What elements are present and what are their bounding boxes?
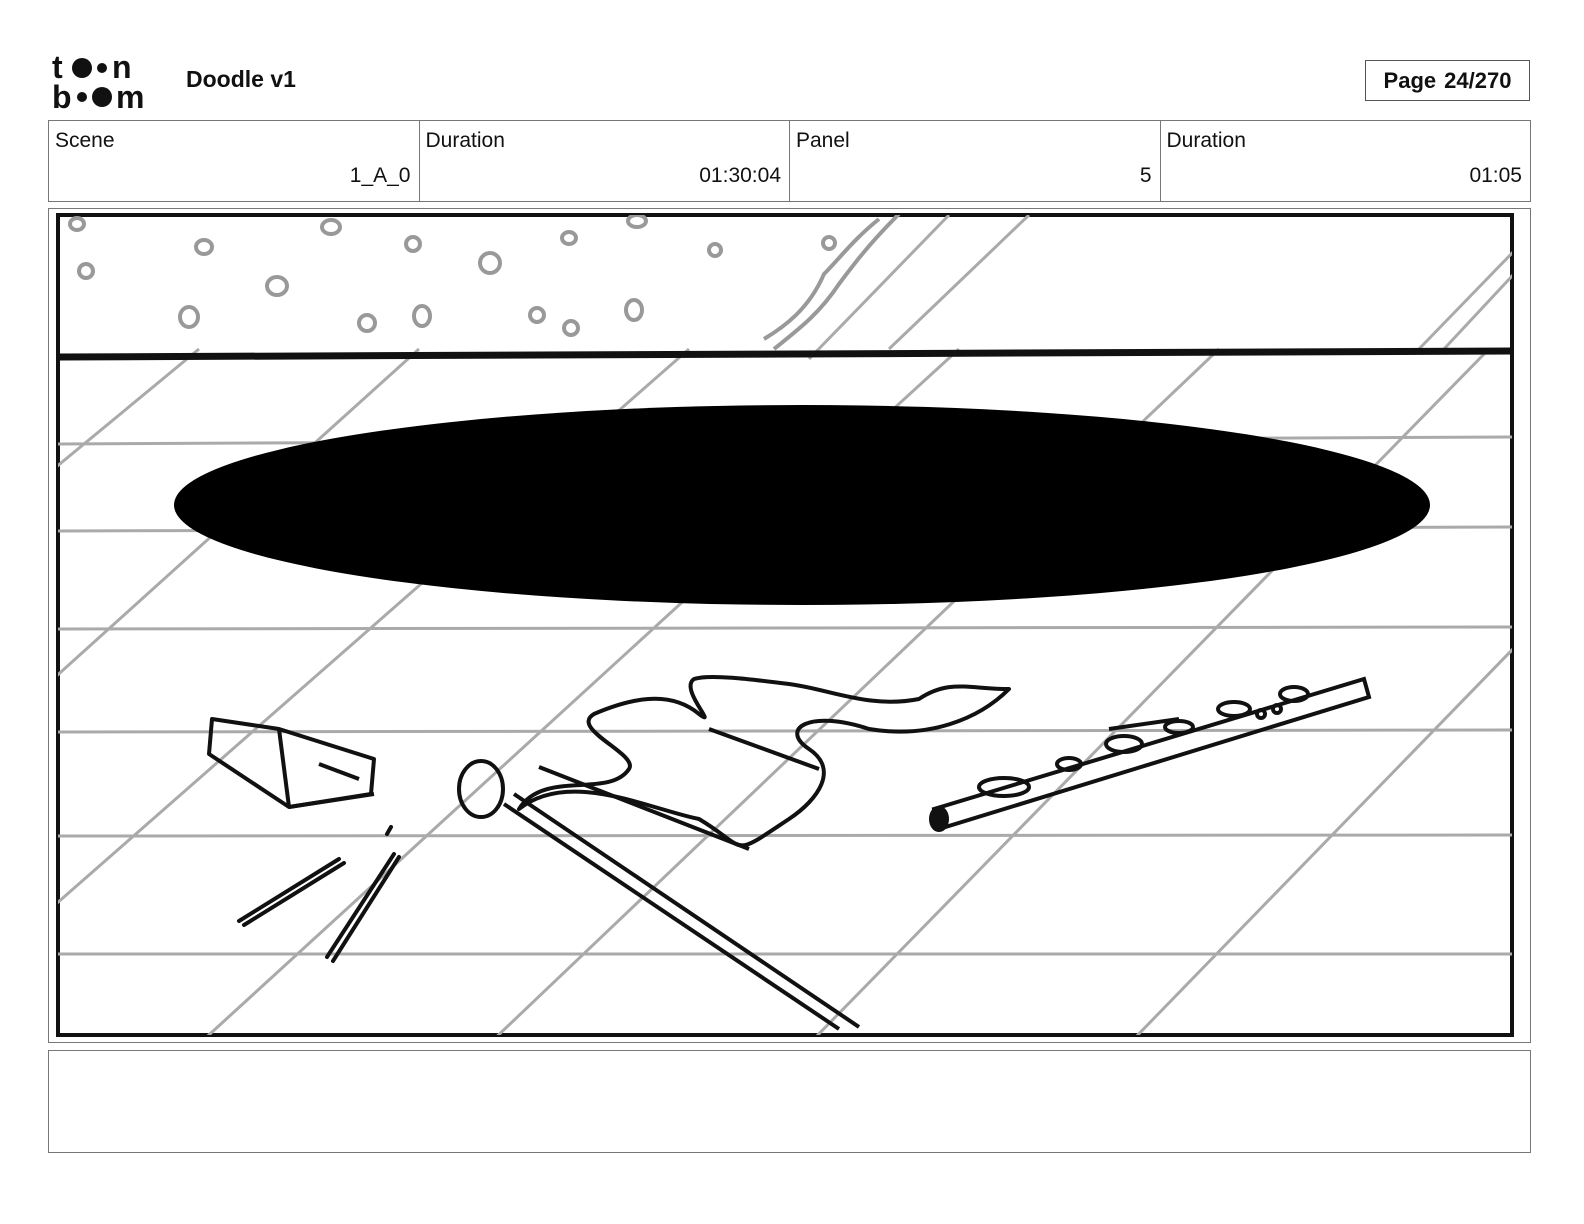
- scene-value: 1_A_0: [349, 164, 411, 187]
- toon-boom-logo: t n b m: [52, 50, 164, 112]
- svg-text:b: b: [52, 79, 72, 112]
- eraser-sketch: [207, 717, 376, 809]
- panel-duration-label: Duration: [1166, 129, 1246, 152]
- panel-label: Panel: [796, 129, 850, 152]
- pencil-sketch: [237, 825, 401, 963]
- flag-sketch: [457, 674, 1011, 1031]
- page-label: Page: [1383, 67, 1437, 93]
- panel-info-table: Scene 1_A_0 Duration 01:30:04 Panel 5 Du…: [48, 120, 1531, 202]
- storyboard-panel: [48, 208, 1531, 1043]
- svg-text:t: t: [52, 50, 63, 85]
- caption-box: [48, 1050, 1531, 1153]
- flute-sketch: [929, 676, 1372, 832]
- page-number: 24/270: [1444, 67, 1512, 93]
- wall-texture: [68, 215, 901, 351]
- panel-cell: Panel 5: [790, 121, 1161, 201]
- scene-duration-cell: Duration 01:30:04: [420, 121, 790, 201]
- scene-cell: Scene 1_A_0: [49, 121, 420, 201]
- shadow-shape: [174, 405, 1430, 605]
- scene-duration-label: Duration: [425, 129, 505, 152]
- panel-duration-cell: Duration 01:05: [1161, 121, 1531, 201]
- page-indicator: Page 24/270: [1365, 60, 1530, 101]
- scene-label: Scene: [55, 129, 115, 152]
- panel-sketch: [56, 213, 1514, 1037]
- panel-value: 5: [1139, 164, 1152, 187]
- scene-duration-value: 01:30:04: [699, 164, 781, 187]
- svg-text:m: m: [116, 79, 144, 112]
- panel-duration-value: 01:05: [1469, 164, 1522, 187]
- document-title: Doodle v1: [186, 66, 296, 92]
- svg-text:n: n: [112, 50, 132, 85]
- wall-floor-line: [58, 347, 1512, 361]
